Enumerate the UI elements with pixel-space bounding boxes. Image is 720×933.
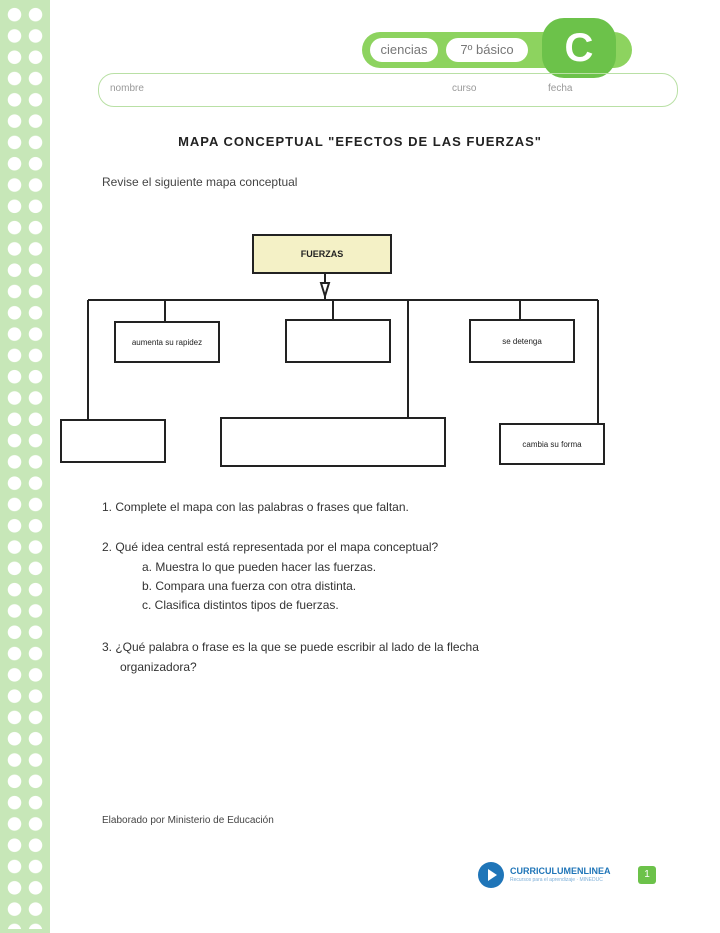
footer-credit: Elaborado por Ministerio de Educación <box>102 815 274 826</box>
concept-node-1: aumenta su rapidez <box>114 321 220 363</box>
strip-dot-pattern <box>4 4 46 929</box>
concept-node-2 <box>285 319 391 363</box>
concept-node-root: FUERZAS <box>252 234 392 274</box>
intro-text: Revise el siguiente mapa conceptual <box>102 175 298 189</box>
concept-node-6: cambia su forma <box>499 423 605 465</box>
question-2: 2. Qué idea central está representada po… <box>102 540 439 554</box>
question-2-option-c: c. Clasifica distintos tipos de fuerzas. <box>142 598 339 612</box>
date-label: fecha <box>548 83 573 94</box>
question-3-line-2: organizadora? <box>120 660 197 674</box>
play-logo-icon <box>478 862 504 888</box>
question-2-option-b: b. Compara una fuerza con otra distinta. <box>142 579 357 593</box>
course-label: curso <box>452 83 477 94</box>
student-info-row <box>98 73 678 107</box>
decorative-side-strip <box>0 0 50 933</box>
grade-tab: 7º básico <box>446 38 528 62</box>
page-title: MAPA CONCEPTUAL "EFECTOS DE LAS FUERZAS" <box>178 134 542 149</box>
concept-node-4 <box>60 419 166 463</box>
page-number: 1 <box>638 866 656 884</box>
question-2-option-a: a. Muestra lo que pueden hacer las fuerz… <box>142 560 377 574</box>
organizer-arrow-icon <box>319 282 331 300</box>
concept-node-5 <box>220 417 446 467</box>
question-3-line-1: 3. ¿Qué palabra o frase es la que se pue… <box>102 640 479 654</box>
logo-tagline: Recursos para el aprendizaje · MINEDUC <box>510 877 603 883</box>
name-label: nombre <box>110 83 144 94</box>
subject-tab: ciencias <box>370 38 438 62</box>
subject-badge: C <box>542 18 616 78</box>
logo-name: CURRICULUMENLINEA <box>510 866 611 876</box>
concept-node-3: se detenga <box>469 319 575 363</box>
question-1: 1. Complete el mapa con las palabras o f… <box>102 500 409 514</box>
